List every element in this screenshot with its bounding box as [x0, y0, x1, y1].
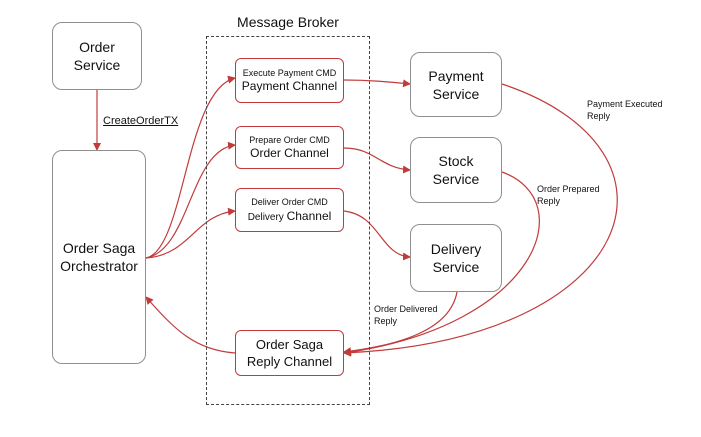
- payment-channel-cmd: Execute Payment CMD: [242, 68, 337, 78]
- stock-service-line1: Stock: [438, 153, 474, 169]
- orchestrator-line1: Order Saga: [62, 240, 136, 256]
- delivery-channel-node: Deliver Order CMD Delivery Channel: [235, 188, 344, 232]
- payment-service-line2: Service: [432, 85, 480, 102]
- edge-orchestrator-to-order-channel: [145, 141, 236, 259]
- delivery-service-line1: Delivery: [430, 241, 482, 257]
- order-channel-cmd: Prepare Order CMD: [249, 135, 330, 145]
- message-broker-boundary: [206, 36, 370, 405]
- edge-order-channel-to-stock: [343, 147, 411, 174]
- delivery-reply-line1: Order Delivered: [374, 304, 438, 314]
- order-reply-line2: Reply: [537, 196, 561, 206]
- edge-delivery-channel-to-service: [343, 210, 411, 261]
- edge-label-create-order: CreateOrderTX: [103, 115, 179, 127]
- reply-channel-node: Order Saga Reply Channel: [235, 330, 344, 376]
- reply-channel-line1: Order Saga: [255, 337, 324, 352]
- delivery-service-line2: Service: [432, 259, 480, 275]
- order-service-node: Order Service: [52, 22, 142, 90]
- delivery-channel-name-part2: Channel: [286, 208, 332, 223]
- payment-service-node: Payment Service: [410, 52, 502, 117]
- order-channel-node: Prepare Order CMD Order Channel: [235, 126, 344, 169]
- stock-service-node: Stock Service: [410, 137, 502, 203]
- payment-reply-line2: Reply: [587, 111, 611, 121]
- order-channel-name: Order Channel: [250, 146, 329, 160]
- stock-service-line2: Service: [432, 171, 480, 187]
- order-service-line2: Service: [73, 57, 121, 73]
- edge-label-payment-reply: Payment Executed Reply: [587, 98, 663, 122]
- edge-label-order-reply: Order Prepared Reply: [537, 183, 600, 207]
- delivery-channel-name-part1: Delivery: [247, 211, 287, 223]
- payment-service-line1: Payment: [428, 67, 484, 84]
- edge-label-delivery-reply: Order Delivered Reply: [374, 303, 438, 327]
- payment-channel-node: Execute Payment CMD Payment Channel: [235, 58, 344, 103]
- order-service-line1: Order: [79, 39, 115, 55]
- delivery-service-node: Delivery Service: [410, 224, 502, 292]
- edge-orchestrator-to-payment-channel: [145, 75, 236, 259]
- delivery-channel-name: Delivery Channel: [248, 208, 332, 225]
- orchestrator-node: Order Saga Orchestrator: [52, 150, 146, 364]
- edge-payment-channel-to-service: [343, 79, 411, 88]
- order-reply-line1: Order Prepared: [537, 184, 600, 194]
- delivery-channel-cmd: Deliver Order CMD: [251, 196, 328, 207]
- delivery-reply-line2: Reply: [374, 316, 398, 326]
- payment-channel-name: Payment Channel: [241, 79, 338, 93]
- broker-title: Message Broker: [237, 14, 339, 30]
- edge-orchestrator-to-delivery-channel: [145, 207, 236, 259]
- edge-stock-reply: [343, 171, 540, 356]
- payment-reply-line1: Payment Executed: [587, 99, 663, 109]
- edge-reply-to-orchestrator: [145, 296, 236, 354]
- edge-payment-reply: [343, 83, 618, 357]
- orchestrator-line2: Orchestrator: [60, 258, 138, 274]
- edge-delivery-reply: [343, 291, 458, 356]
- reply-channel-line2: Reply Channel: [246, 354, 333, 369]
